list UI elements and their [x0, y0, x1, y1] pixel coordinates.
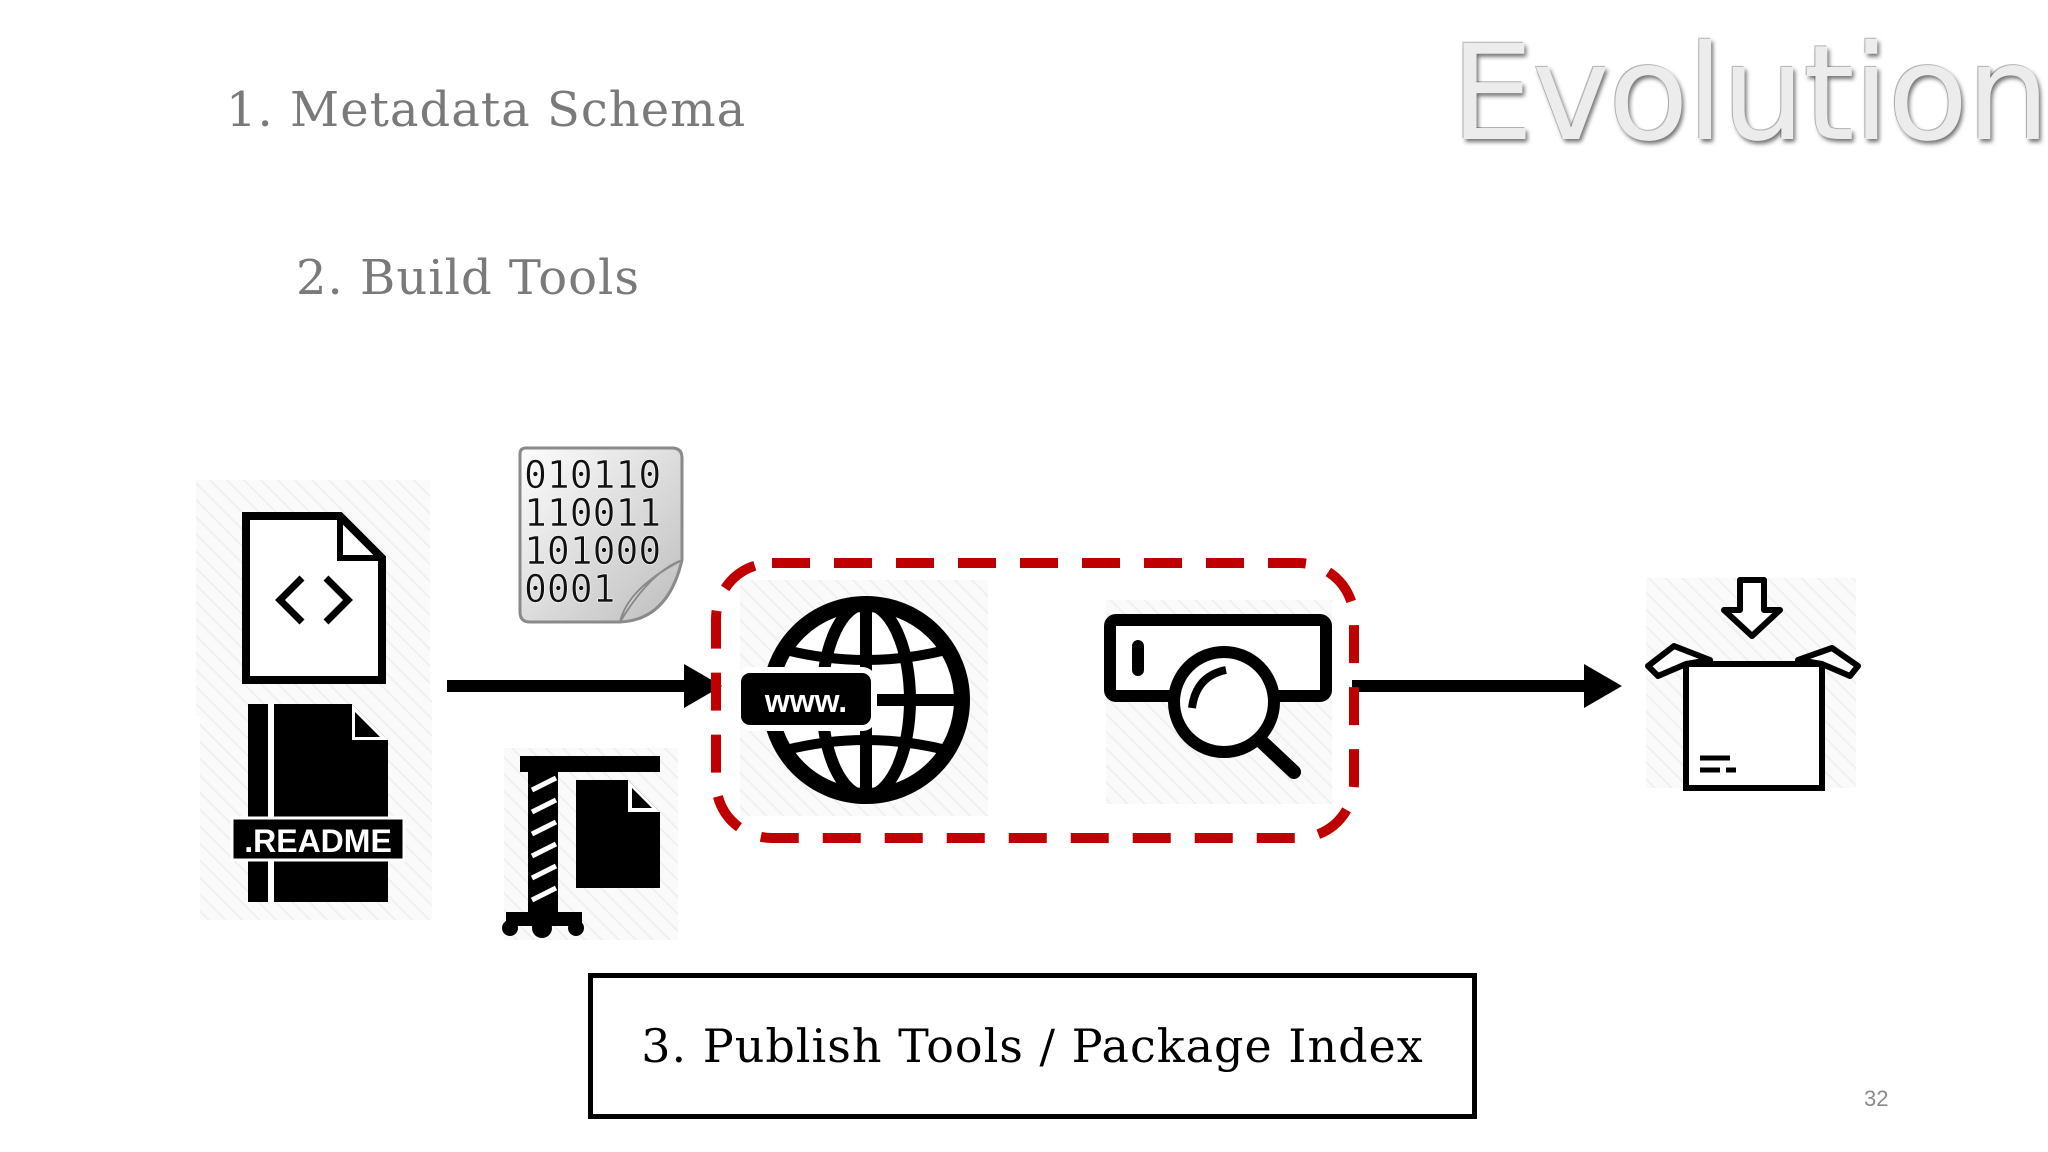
search-bar-icon: [1104, 600, 1332, 804]
step-build-tools: 2. Build Tools: [296, 250, 640, 306]
step-publish-tools: 3. Publish Tools / Package Index: [641, 1019, 1424, 1073]
arrow-to-package: [1352, 664, 1622, 708]
package-index-region: [711, 558, 1359, 843]
binary-line-4: 0001: [524, 567, 616, 611]
binary-line-3: 101000: [524, 529, 661, 573]
binary-line-2: 110011: [524, 491, 661, 535]
compress-file-icon: [502, 748, 678, 940]
publish-tools-box: 3. Publish Tools / Package Index: [588, 973, 1477, 1119]
package-download-icon: [1645, 577, 1861, 791]
binary-line-1: 010110: [524, 453, 661, 497]
slide-title: Evolution: [1450, 17, 2048, 171]
readme-file-icon: [200, 700, 432, 920]
www-label: www.: [764, 683, 847, 719]
step-metadata-schema: 1. Metadata Schema: [226, 82, 747, 138]
readme-label: .README: [244, 823, 392, 859]
www-globe-icon: [735, 580, 988, 816]
page-number: 32: [1864, 1086, 1889, 1111]
code-file-icon: [196, 480, 430, 716]
binary-file-icon: [518, 446, 684, 624]
arrow-to-publish: [447, 664, 722, 708]
